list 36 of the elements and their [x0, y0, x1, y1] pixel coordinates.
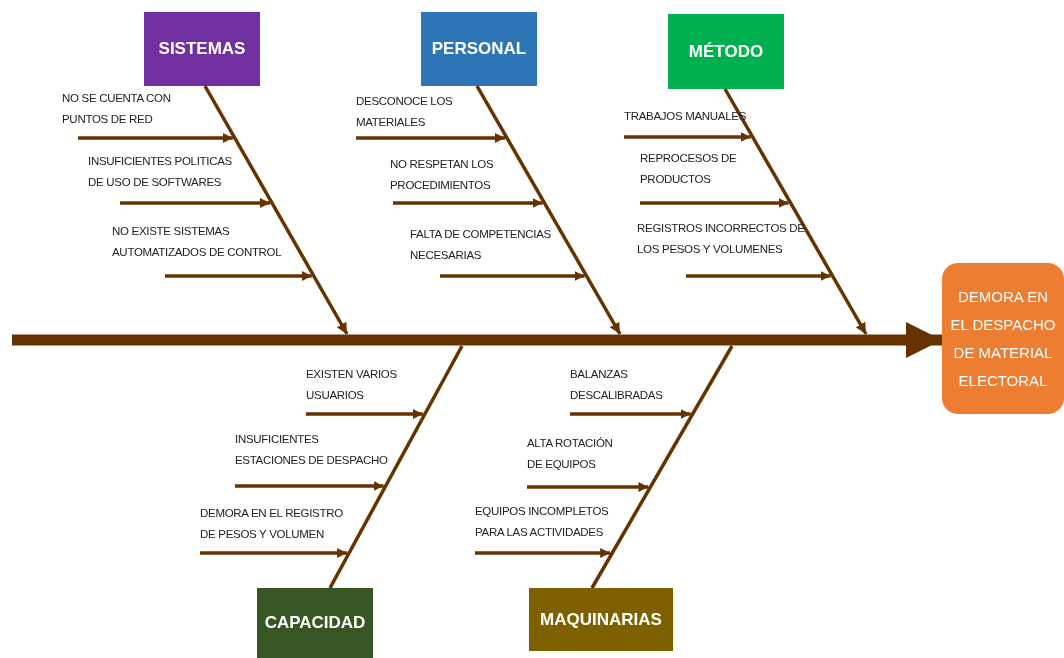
arrow	[527, 482, 649, 492]
arrow	[475, 548, 611, 558]
effect-box: DEMORA EN EL DESPACHO DE MATERIAL ELECTORAL	[942, 263, 1064, 414]
arrow	[78, 133, 233, 143]
cause-text: NO EXISTE SISTEMAS AUTOMATIZADOS DE CONTROL	[112, 221, 288, 274]
cause-text: NO RESPETAN LOS PROCEDIMIENTOS	[390, 154, 494, 201]
arrow	[120, 198, 270, 208]
category-box: MAQUINARIAS	[529, 588, 673, 651]
arrow	[306, 409, 423, 419]
cause-text: INSUFICIENTES ESTACIONES DE DESPACHO	[235, 429, 388, 484]
cause-text: EQUIPOS INCOMPLETOS PARA LAS ACTIVIDADES	[475, 501, 617, 551]
arrow	[356, 133, 505, 143]
cause-text: NO SE CUENTA CON PUNTOS DE RED	[62, 88, 180, 136]
category-box: MÉTODO	[668, 14, 784, 89]
arrow	[200, 548, 348, 558]
arrow	[570, 409, 691, 419]
cause-text: DEMORA EN EL REGISTRO DE PESOS Y VOLUMEN	[200, 503, 345, 551]
cause-text: EXISTEN VARIOS USUARIOS	[306, 364, 402, 412]
cause-text: BALANZAS DESCALIBRADAS	[570, 364, 666, 412]
cause-text: FALTA DE COMPETENCIAS NECESARIAS	[410, 224, 555, 274]
cause-text: DESCONOCE LOS MATERIALES	[356, 91, 456, 136]
cause-text: REGISTROS INCORRECTOS DE LOS PESOS Y VOLUMENES	[637, 218, 809, 274]
spine-arrow	[12, 322, 942, 358]
arrow	[624, 132, 751, 142]
category-box: CAPACIDAD	[257, 588, 373, 658]
arrow	[640, 198, 789, 208]
category-box: PERSONAL	[421, 12, 537, 86]
arrow	[165, 271, 312, 281]
arrow	[686, 271, 831, 281]
arrow	[393, 198, 543, 208]
category-box: SISTEMAS	[144, 12, 260, 86]
cause-text: ALTA ROTACIÓN DE EQUIPOS	[527, 433, 617, 485]
arrow	[440, 271, 585, 281]
arrow	[235, 481, 384, 491]
cause-text: INSUFICIENTES POLITICAS DE USO DE SOFTWARES	[88, 151, 233, 201]
cause-text: REPROCESOS DE PRODUCTOS	[640, 148, 742, 201]
